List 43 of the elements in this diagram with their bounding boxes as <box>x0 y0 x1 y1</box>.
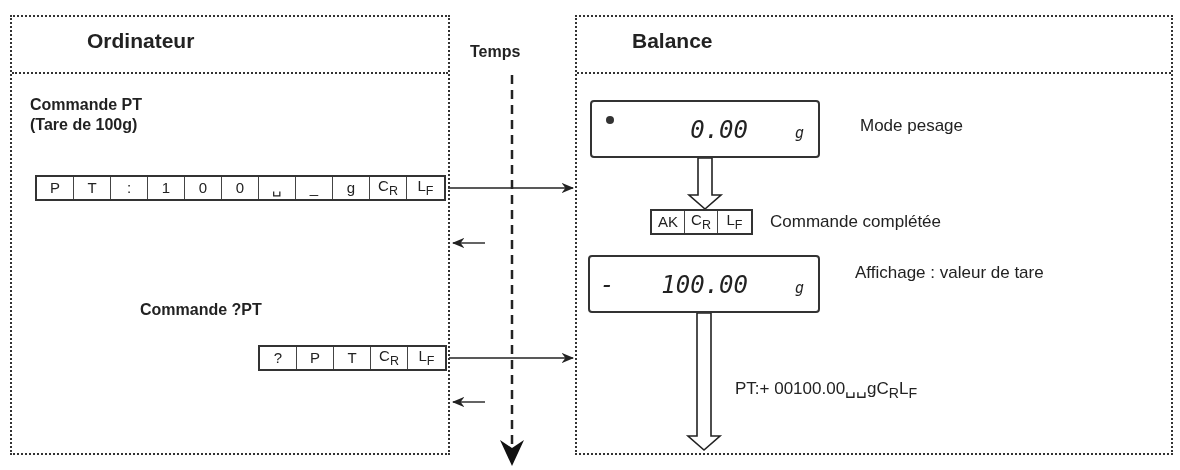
command-character: 0 <box>222 177 259 199</box>
panel-title: Ordinateur <box>87 29 195 53</box>
command-character: 1 <box>148 177 185 199</box>
arrow <box>447 182 575 194</box>
status-caption: Affichage : valeur de tare <box>855 263 1044 283</box>
command-character: T <box>74 177 111 199</box>
command-character: _ <box>296 177 333 199</box>
status-caption: Mode pesage <box>860 116 964 136</box>
axis-label: Temps <box>470 42 521 62</box>
display-panel <box>588 255 820 313</box>
response-string: PT:+ 00100.00␣␣gC$_{R}$L$_{F}$ <box>735 378 918 402</box>
unit-symbol: g <box>794 124 804 142</box>
command-character: P <box>37 177 74 199</box>
command-character: C$_{R}$ <box>371 347 408 369</box>
command-character: L$_{F}$ <box>416 177 435 199</box>
arrow <box>451 396 486 408</box>
display-panel <box>590 100 820 158</box>
command-character: ␣ <box>259 177 296 199</box>
panel-frame <box>10 15 450 455</box>
display-value: 100.00 <box>661 271 748 299</box>
panel-title: Balance <box>632 29 713 53</box>
sign-symbol: - <box>600 271 615 299</box>
arrow <box>448 352 575 364</box>
command-character: ? <box>260 347 297 369</box>
hollow-arrow <box>685 312 723 452</box>
arrow <box>451 237 486 249</box>
command-character: C$_{R}$ <box>370 177 407 199</box>
command-character: AK <box>652 211 685 233</box>
command-heading: Commande ?PT <box>140 300 263 320</box>
display-value: 0.00 <box>690 116 748 144</box>
unit-symbol: g <box>794 279 804 297</box>
command-character: 0 <box>185 177 222 199</box>
command-character: T <box>334 347 371 369</box>
command-character: L$_{F}$ <box>417 347 436 369</box>
command-heading: Commande PT (Tare de 100g) <box>30 95 143 135</box>
panel-frame <box>575 15 1173 455</box>
command-character: L$_{F}$ <box>725 211 744 233</box>
command-character: : <box>111 177 148 199</box>
command-character: P <box>297 347 334 369</box>
command-character: g <box>333 177 370 199</box>
status-caption: Commande complétée <box>770 212 942 232</box>
command-character: C$_{R}$ <box>685 211 718 233</box>
hollow-arrow <box>686 157 724 211</box>
